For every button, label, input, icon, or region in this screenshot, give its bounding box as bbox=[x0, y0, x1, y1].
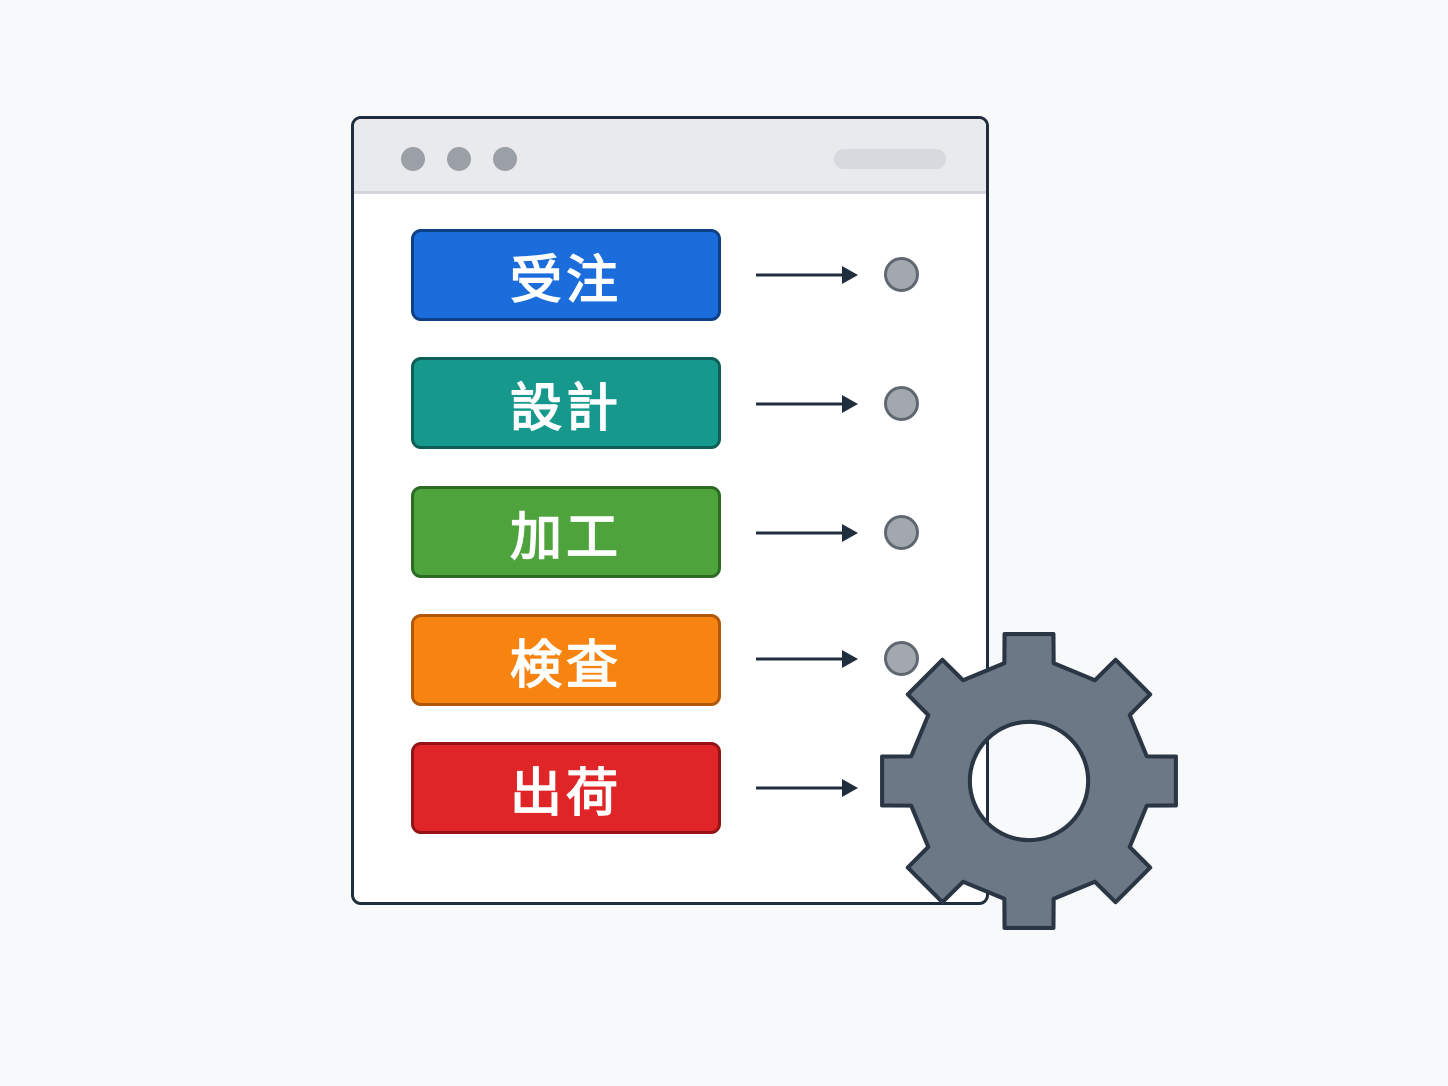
window-maximize-dot[interactable] bbox=[493, 147, 517, 171]
status-circle[interactable] bbox=[884, 515, 919, 550]
status-circle[interactable] bbox=[884, 386, 919, 421]
gear-icon[interactable] bbox=[876, 628, 1182, 934]
step-button-machining[interactable]: 加工 bbox=[411, 486, 721, 578]
window-titlebar bbox=[354, 119, 986, 194]
app-window: 受注 設計 加工 検査 出荷 bbox=[351, 116, 989, 905]
step-button-inspection[interactable]: 検査 bbox=[411, 614, 721, 706]
step-button-design[interactable]: 設計 bbox=[411, 357, 721, 449]
arrow-right-icon bbox=[756, 650, 858, 668]
window-close-dot[interactable] bbox=[401, 147, 425, 171]
arrow-right-icon bbox=[756, 266, 858, 284]
address-bar[interactable] bbox=[834, 149, 946, 169]
arrow-right-icon bbox=[756, 779, 858, 797]
status-circle[interactable] bbox=[884, 641, 919, 676]
status-circle[interactable] bbox=[884, 257, 919, 292]
step-button-order[interactable]: 受注 bbox=[411, 229, 721, 321]
arrow-right-icon bbox=[756, 395, 858, 413]
arrow-right-icon bbox=[756, 524, 858, 542]
window-minimize-dot[interactable] bbox=[447, 147, 471, 171]
step-button-shipping[interactable]: 出荷 bbox=[411, 742, 721, 834]
